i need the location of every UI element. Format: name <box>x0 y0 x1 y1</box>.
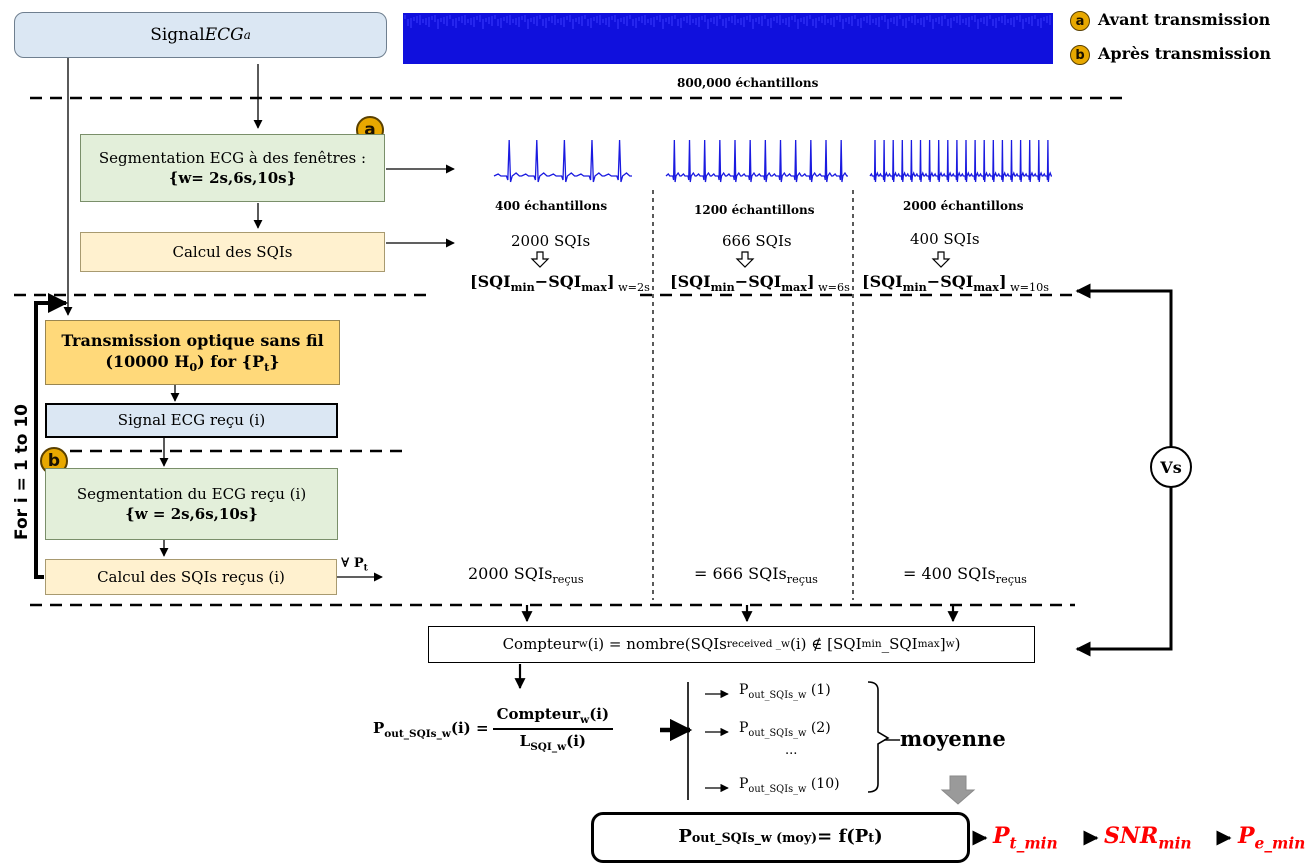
output-snr-min: SNRmin <box>1104 823 1192 853</box>
input-signal-prefix: Signal <box>150 24 205 45</box>
segmentation-line2: {w= 2s,6s,10s} <box>168 169 297 187</box>
window-3-received: = 400 SQIsreçus <box>903 564 1027 587</box>
window-3-samples: 2000 échantillons <box>903 199 1024 213</box>
window-1-samples: 400 échantillons <box>495 199 608 213</box>
transmission-box: Transmission optique sans fil (10000 H0)… <box>45 320 340 385</box>
window-2-received: = 666 SQIsreçus <box>694 564 818 587</box>
down-outline-arrows <box>530 251 951 268</box>
window-1-received: 2000 SQIsreçus <box>468 564 584 587</box>
input-signal-sub: a <box>243 27 251 42</box>
grey-down-arrow <box>940 775 976 805</box>
window-1-sqis: 2000 SQIs <box>511 232 591 250</box>
segmentation-received-box: Segmentation du ECG reçu (i) {w = 2s,6s,… <box>45 468 338 540</box>
window-3-range: [SQImin−SQImax] w=10s <box>862 272 1050 295</box>
list-brace <box>867 681 890 793</box>
calc-sqis-box: Calcul des SQIs <box>80 232 385 272</box>
legend-badge-a: a <box>1070 11 1090 31</box>
window-2-range: [SQImin−SQImax] w=6s <box>670 272 850 295</box>
loop-label: For i = 1 to 10 <box>12 404 32 540</box>
legend-badge-b: b <box>1070 45 1090 65</box>
window-1-range: [SQImin−SQImax] w=2s <box>470 272 650 295</box>
transmission-line2: (10000 H0) for {Pt} <box>105 352 280 375</box>
pout-list-item-10: Pout_SQIs_w (10) <box>739 776 840 795</box>
band-texture-lines <box>404 15 1051 29</box>
ecg-window-6s <box>665 139 848 183</box>
transmission-line1: Transmission optique sans fil <box>61 330 324 350</box>
pout-formula: Pout_SQIs_w(i) = Compteurw(i) LSQI_w(i) <box>373 705 617 753</box>
segmentation-line1: Segmentation ECG à des fenêtres : <box>98 148 367 167</box>
segmentation-box: Segmentation ECG à des fenêtres : {w= 2s… <box>80 134 385 202</box>
calc-sqis-received-box: Calcul des SQIs reçus (i) <box>45 559 337 595</box>
legend-label-b: Après transmission <box>1098 44 1272 63</box>
input-signal-var: ECG <box>204 24 244 45</box>
window-2-samples: 1200 échantillons <box>694 203 815 217</box>
pout-list-item-1: Pout_SQIs_w (1) <box>739 682 831 701</box>
received-signal-box: Signal ECG reçu (i) <box>45 403 338 438</box>
full-ecg-signal-texture <box>404 15 1051 29</box>
output-pe-min: Pe_min <box>1238 823 1306 853</box>
moyenne-label: moyenne <box>900 726 1006 751</box>
pout-fraction: Compteurw(i) LSQI_w(i) <box>492 705 614 753</box>
segmentation-received-line1: Segmentation du ECG reçu (i) <box>76 484 307 503</box>
pout-list-ellipsis: ... <box>785 743 798 758</box>
forall-pt-label: ∀ Pt <box>341 556 368 574</box>
output-pt-min: Pt_min <box>993 823 1058 853</box>
segmentation-received-line2: {w = 2s,6s,10s} <box>125 505 258 523</box>
ecg-window-2s <box>493 139 632 183</box>
vs-circle <box>1150 446 1192 488</box>
loop-bracket <box>34 293 68 579</box>
window-3-sqis: 400 SQIs <box>910 230 980 248</box>
legend-label-a: Avant transmission <box>1098 10 1271 29</box>
window-2-sqis: 666 SQIs <box>722 232 792 250</box>
pout-list-item-2: Pout_SQIs_w (2) <box>739 720 831 739</box>
vs-label: Vs <box>1159 458 1181 477</box>
full-ecg-signal <box>403 13 1053 64</box>
ecg-window-10s <box>869 139 1052 183</box>
full-signal-caption: 800,000 échantillons <box>677 76 819 90</box>
